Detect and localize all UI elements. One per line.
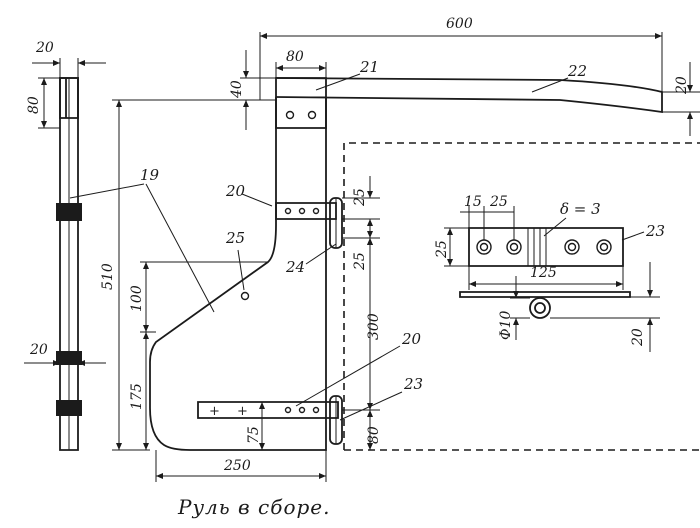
callout-22: 22 (567, 62, 587, 80)
hinge-pin (530, 298, 550, 318)
dim-detail-pin-diameter: Ф10 (498, 310, 514, 340)
dim-left-width: 20 (35, 40, 54, 56)
part-callouts: 19 21 22 20 24 20 23 (70, 58, 587, 420)
dim-detail-pitch-a: 15 (464, 194, 482, 210)
dim-overall-height: 510 (100, 263, 116, 290)
dim-plate-height: 40 (229, 80, 245, 99)
callout-20-upper: 20 (225, 182, 246, 200)
hinge-plate-detail: 15 25 δ = 3 23 25 125 Ф10 20 (434, 194, 665, 352)
dim-left-mid-width: 20 (29, 342, 48, 358)
top-plate (276, 78, 326, 128)
dim-detail-pin-offset: 20 (630, 328, 646, 347)
callout-24: 24 (285, 258, 305, 276)
callout-23-lower: 23 (403, 375, 423, 393)
dim-left-top-height: 80 (26, 96, 42, 114)
dim-mid-offset: 100 (129, 285, 145, 312)
tiller-bar (276, 78, 662, 112)
cutout-hole (242, 293, 249, 300)
rudder-shaft (150, 97, 326, 450)
callout-21: 21 (359, 58, 379, 76)
dim-tip-height: 20 (674, 76, 690, 95)
dim-lower-bracket-height: 75 (246, 426, 262, 444)
dim-upper-bracket-height: 25 (352, 188, 368, 207)
callout-20-lower: 20 (401, 330, 422, 348)
svg-text:+: + (237, 404, 248, 419)
dim-detail-length: 125 (530, 265, 557, 281)
dim-detail-height: 25 (434, 240, 450, 259)
dim-detail-pitch-b: 25 (489, 194, 508, 210)
dim-span: 300 (366, 313, 382, 340)
dim-lower-gap: 80 (366, 426, 382, 444)
dim-top-length: 600 (446, 16, 473, 32)
hinge-plate-edge (460, 292, 630, 297)
label-cutout: 25 (225, 229, 245, 247)
callout-19: 19 (140, 166, 160, 184)
dim-plate-width: 80 (286, 49, 304, 65)
callout-23-detail: 23 (645, 222, 665, 240)
drawing-caption: Руль в сборе. (177, 495, 330, 519)
dim-bottom-width: 250 (223, 458, 251, 474)
side-view: 20 80 20 (24, 40, 106, 450)
dim-upper-bracket-gap: 25 (352, 252, 368, 271)
lower-bracket (198, 402, 338, 418)
front-view: + + 25 (150, 78, 700, 450)
dim-lower-offset: 175 (129, 383, 145, 410)
svg-text:+: + (209, 404, 220, 419)
sternpost-line (344, 143, 700, 450)
dim-detail-thickness: δ = 3 (560, 200, 601, 218)
